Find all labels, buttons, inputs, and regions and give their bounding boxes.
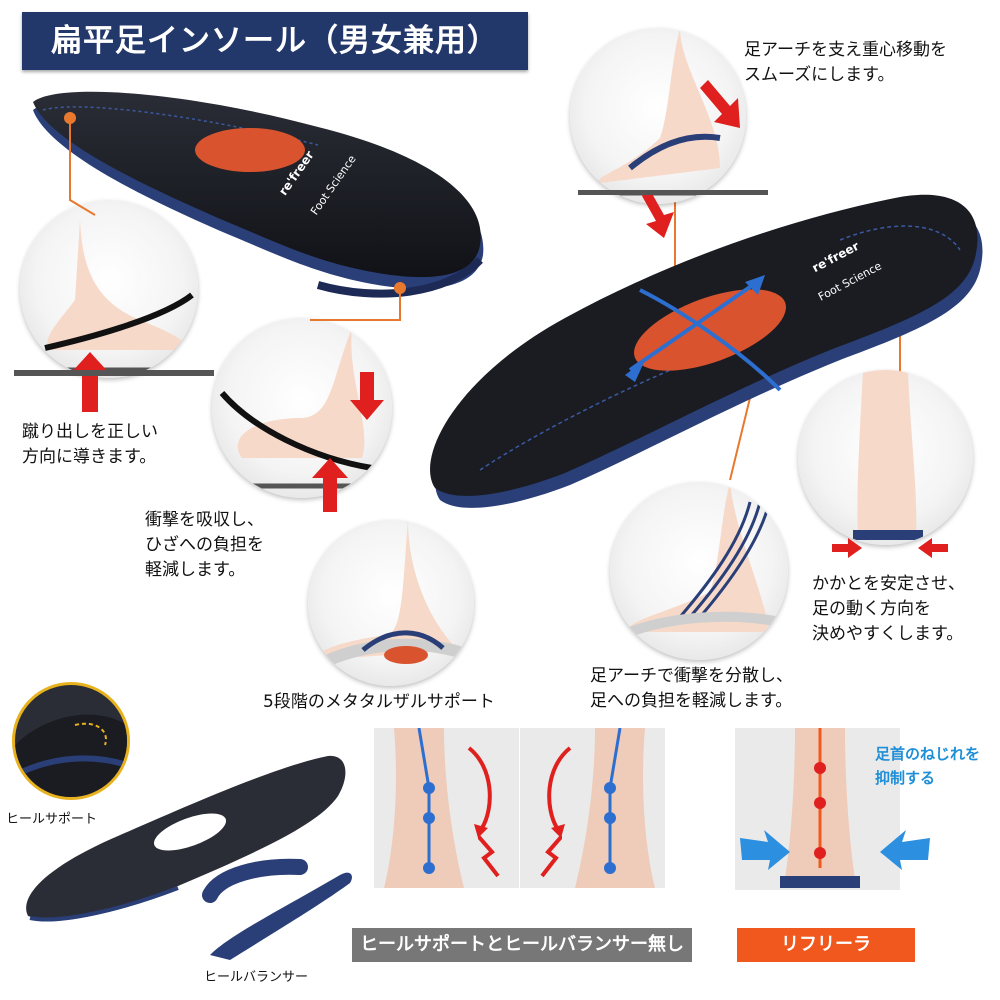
insole-right: re'freer Foot Science (420, 170, 995, 510)
circle-arch-support (570, 28, 746, 204)
panel-without-right (520, 728, 665, 888)
caption-arch-disperse: 足アーチで衝撃を分散し、 足への負担を軽減します。 (590, 666, 793, 711)
panel-without-left (374, 728, 519, 888)
red-up-arrow-icon (70, 352, 110, 412)
circle-metatarsal (308, 520, 474, 686)
page-title: 扁平足インソール（男女兼用） (22, 12, 528, 70)
insole-top-left: re'freer Foot Science (18, 80, 498, 300)
caption-push-off: 蹴り出しを正しい 方向に導きます。 (22, 422, 158, 467)
red-down-arrow-icon (350, 372, 384, 420)
red-right-arrow-icon (832, 538, 862, 558)
blue-left-arrow-icon (880, 830, 930, 870)
ground-line (14, 370, 214, 376)
heel-balancer-part (200, 855, 360, 965)
red-down-arrow-icon (640, 190, 674, 238)
circle-push-off (20, 200, 198, 378)
pill-without: ヒールサポートとヒールバランサー無し (352, 928, 692, 962)
red-down-arrow-icon (700, 78, 740, 128)
label-heel-support: ヒールサポート (6, 812, 98, 827)
impact-zigzag-icon (478, 826, 562, 886)
red-left-arrow-icon (918, 538, 948, 558)
pill-with: リフリーラ (737, 928, 915, 962)
caption-ankle-twist: 足首のねじれを 抑制する (875, 745, 981, 787)
label-heel-balancer: ヒールバランサー (204, 970, 309, 985)
ground-line (578, 190, 768, 195)
insole-bottom (18, 746, 348, 926)
red-up-arrow-icon (312, 458, 348, 512)
blue-right-arrow-icon (740, 830, 790, 870)
caption-arch-support-top: 足アーチを支え重心移動を スムーズにします。 (744, 40, 947, 85)
circle-arch-disperse (610, 482, 788, 660)
panel-with (735, 728, 900, 890)
caption-metatarsal: 5段階のメタタルザルサポート (263, 692, 495, 712)
caption-heel-stabilize: かかとを安定させ、 足の動く方向を 決めやすくします。 (812, 574, 965, 644)
circle-heel-support (12, 682, 130, 800)
caption-shock-absorb: 衝撃を吸収し、 ひざへの負担を 軽減します。 (145, 510, 264, 580)
circle-heel-stabilize (798, 370, 973, 545)
